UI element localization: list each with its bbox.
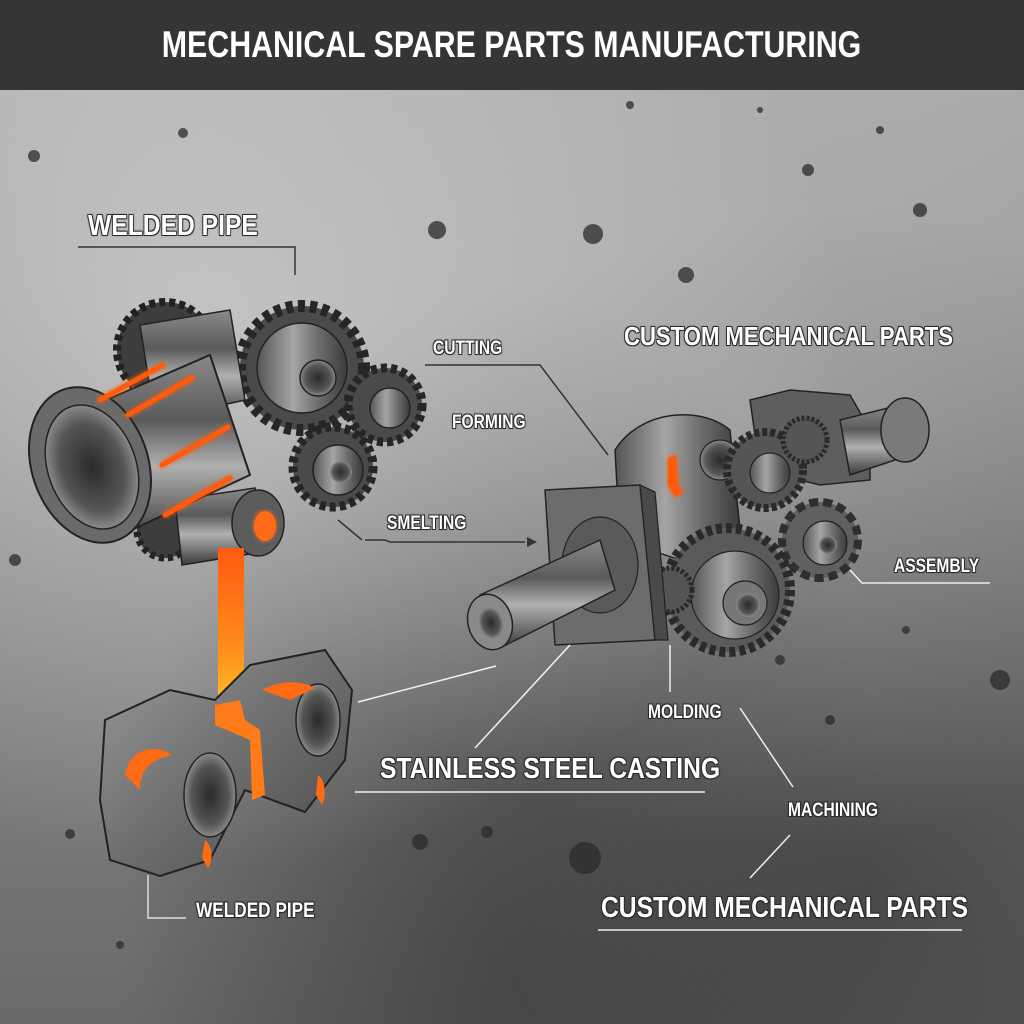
label-stainless-steel-casting: STAINLESS STEEL CASTING	[380, 753, 721, 785]
leader-lines	[78, 246, 990, 931]
label-welded-pipe-top: WELDED PIPE	[88, 210, 258, 242]
label-smelting: SMELTING	[387, 513, 467, 534]
page-title: MECHANICAL SPARE PARTS MANUFACTURING	[162, 24, 862, 65]
label-welded-pipe-bottom: WELDED PIPE	[196, 899, 315, 922]
stainless-steel-casting	[98, 648, 354, 878]
label-molding: MOLDING	[648, 702, 722, 723]
custom-gearbox	[466, 389, 930, 657]
welded-pipe	[28, 353, 252, 544]
label-assembly: ASSEMBLY	[894, 556, 980, 577]
label-custom-mechanical-parts-bottom: CUSTOM MECHANICAL PARTS	[601, 892, 969, 924]
label-forming: FORMING	[452, 412, 526, 433]
label-custom-mechanical-parts-top: CUSTOM MECHANICAL PARTS	[624, 321, 954, 351]
title-banner: MECHANICAL SPARE PARTS MANUFACTURING	[0, 0, 1024, 90]
rust-specks	[9, 101, 1010, 949]
label-machining: MACHINING	[788, 800, 879, 821]
label-cutting: CUTTING	[433, 338, 503, 359]
